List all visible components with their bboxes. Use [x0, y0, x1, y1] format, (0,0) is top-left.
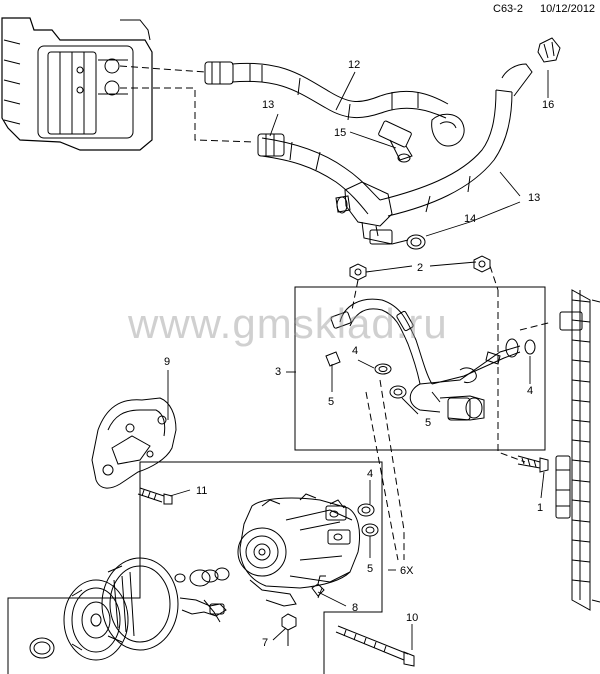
callout-14: 14	[464, 213, 476, 225]
callout-9: 9	[164, 356, 170, 368]
o-ring	[357, 503, 375, 517]
callout-2: 2	[417, 262, 423, 274]
compressor-pipe	[330, 298, 521, 421]
callout-13-top: 13	[262, 99, 274, 111]
compressor-detail-box	[7, 461, 383, 674]
callout-4-left: 4	[352, 345, 358, 357]
callout-4-right: 4	[527, 385, 533, 397]
watermark: www.gmsklad.ru	[128, 300, 448, 347]
long-bolt	[335, 625, 415, 667]
callout-16: 16	[542, 99, 554, 111]
evaporator-housing	[1, 17, 153, 151]
diagram-code: C63-2	[493, 3, 523, 15]
field-coil	[179, 567, 230, 623]
o-ring	[389, 385, 407, 399]
valve-fitting	[378, 120, 413, 163]
clip	[537, 37, 561, 63]
callout-4-lower: 4	[367, 468, 373, 480]
callout-15: 15	[334, 127, 346, 139]
clutch-pulley	[63, 557, 179, 661]
pipe-detail-box	[294, 286, 546, 451]
callout-11: 11	[196, 485, 207, 497]
callout-labels: 12 13 15 16 13 14 2 3 4 5 5 4 1 9 11 4 5…	[164, 59, 554, 649]
pressure-sensor	[311, 575, 326, 597]
callout-8: 8	[352, 602, 358, 614]
ac-compressor	[237, 493, 361, 607]
evaporator-hose-assembly	[204, 61, 533, 250]
diagram-date: 10/12/2012	[540, 3, 596, 15]
callout-5-left: 5	[328, 396, 334, 408]
callout-10: 10	[406, 612, 418, 624]
compressor-bracket	[91, 397, 177, 489]
callout-3: 3	[275, 366, 281, 378]
condenser	[555, 289, 600, 611]
bolt	[517, 455, 549, 473]
callout-5-mid: 5	[425, 417, 431, 429]
callout-12: 12	[348, 59, 360, 71]
seal-washer	[325, 351, 341, 367]
leader-lines	[167, 70, 549, 650]
callout-13-right: 13	[528, 192, 540, 204]
o-ring	[361, 523, 379, 537]
callout-1: 1	[537, 502, 543, 514]
callout-5-lower: 5	[367, 563, 373, 575]
o-ring	[374, 363, 392, 375]
nut	[473, 255, 491, 273]
o-ring	[524, 339, 536, 355]
bracket-bolt	[137, 487, 173, 505]
compressor-bolt	[281, 613, 297, 646]
callout-6x: 6X	[400, 565, 414, 577]
callout-7: 7	[262, 637, 268, 649]
nut	[349, 263, 367, 281]
snap-ring	[29, 637, 55, 659]
